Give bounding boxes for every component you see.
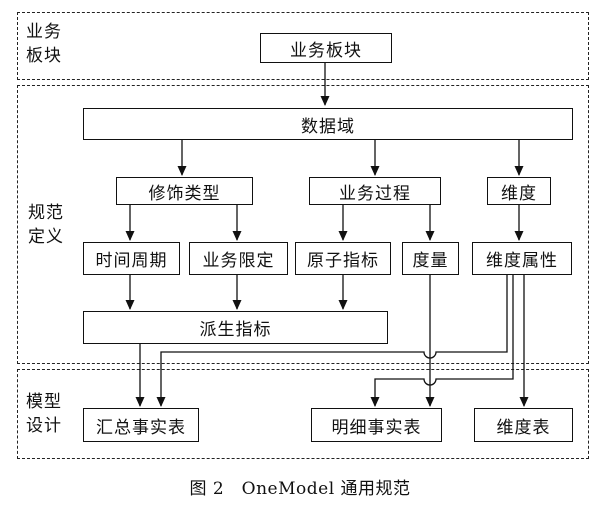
- node-time-period: 时间周期: [83, 242, 180, 275]
- label-line1: 模型: [26, 392, 62, 412]
- label-line1: 业务: [26, 22, 62, 42]
- label-line2: 板块: [26, 46, 62, 66]
- label-line2: 设计: [26, 416, 62, 436]
- section-model: [17, 369, 589, 459]
- node-measure: 度量: [402, 242, 459, 275]
- label-line2: 定义: [28, 227, 64, 247]
- node-modifier-type: 修饰类型: [116, 177, 253, 205]
- section-spec-label: 规范 定义: [28, 201, 64, 249]
- label-line1: 规范: [28, 203, 64, 223]
- node-dimension-table: 维度表: [474, 408, 573, 442]
- node-atomic-metric: 原子指标: [295, 242, 391, 275]
- node-business-process: 业务过程: [309, 177, 441, 205]
- node-dimension-attr: 维度属性: [472, 242, 572, 275]
- node-business-limit: 业务限定: [189, 242, 288, 275]
- node-detail-fact-table: 明细事实表: [311, 408, 442, 442]
- node-derived-metric: 派生指标: [83, 311, 388, 344]
- node-dimension: 维度: [487, 177, 551, 205]
- node-business-block: 业务板块: [260, 33, 392, 63]
- node-summary-fact-table: 汇总事实表: [83, 408, 199, 442]
- section-model-label: 模型 设计: [26, 390, 62, 438]
- section-business: [17, 12, 589, 80]
- section-business-label: 业务 板块: [26, 20, 62, 68]
- arrow-attr-to-detail: [370, 275, 514, 407]
- section-spec: [17, 85, 589, 364]
- figure-caption: 图 2 OneModel 通用规范: [189, 479, 411, 499]
- node-data-domain: 数据域: [83, 108, 573, 140]
